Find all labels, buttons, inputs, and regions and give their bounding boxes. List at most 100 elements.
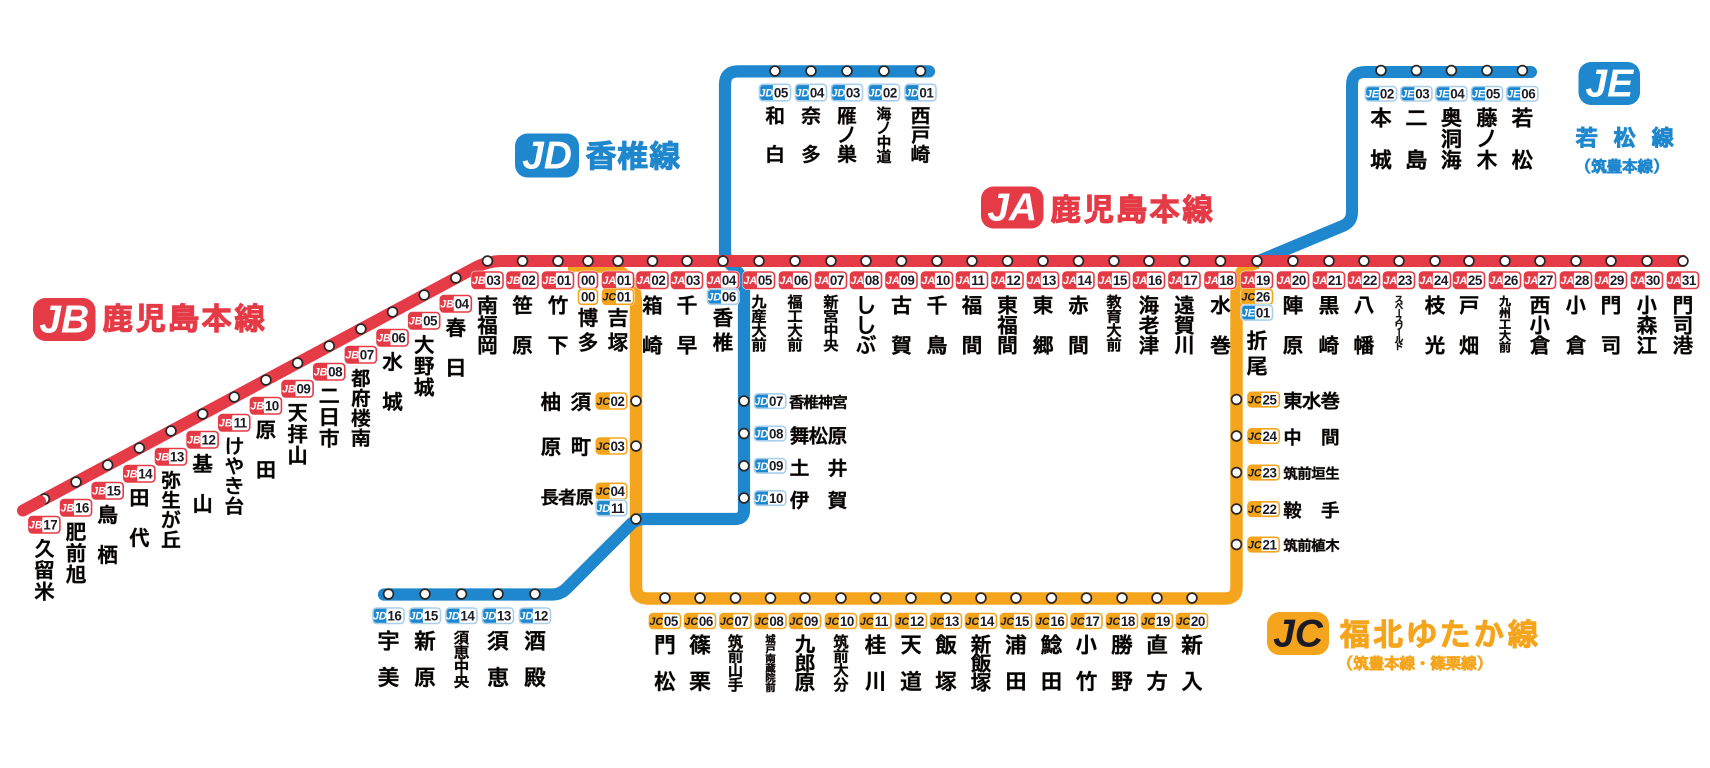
svg-text:07: 07 xyxy=(769,394,783,409)
svg-text:02: 02 xyxy=(651,273,665,288)
svg-text:JA: JA xyxy=(987,187,1037,230)
svg-text:JC: JC xyxy=(602,292,616,304)
svg-text:00: 00 xyxy=(581,273,595,288)
svg-text:19: 19 xyxy=(1256,273,1270,288)
svg-text:JC: JC xyxy=(1000,616,1014,628)
svg-text:JD: JD xyxy=(596,503,610,515)
svg-text:JA: JA xyxy=(1027,275,1041,287)
svg-text:04: 04 xyxy=(1450,87,1465,102)
svg-text:JD: JD xyxy=(905,87,919,99)
svg-text:22: 22 xyxy=(1363,273,1377,288)
svg-text:02: 02 xyxy=(610,394,624,409)
svg-text:JD: JD xyxy=(754,493,768,505)
svg-text:13: 13 xyxy=(497,609,511,624)
svg-text:09: 09 xyxy=(296,382,310,397)
svg-text:JC: JC xyxy=(1248,504,1262,516)
svg-text:02: 02 xyxy=(883,85,897,100)
svg-text:01: 01 xyxy=(1256,305,1271,320)
svg-text:JB: JB xyxy=(250,401,264,413)
svg-text:JE: JE xyxy=(1436,89,1450,101)
svg-text:31: 31 xyxy=(1682,273,1697,288)
svg-text:JA: JA xyxy=(815,275,829,287)
svg-text:08: 08 xyxy=(328,365,343,380)
svg-text:21: 21 xyxy=(1263,537,1278,552)
svg-text:JA: JA xyxy=(1667,275,1681,287)
svg-text:26: 26 xyxy=(1256,290,1270,305)
svg-text:JA: JA xyxy=(886,275,900,287)
svg-text:06: 06 xyxy=(699,614,713,629)
svg-text:JD: JD xyxy=(373,611,387,623)
svg-text:05: 05 xyxy=(423,314,438,329)
svg-text:06: 06 xyxy=(794,273,808,288)
svg-text:15: 15 xyxy=(107,484,122,499)
svg-text:JD: JD xyxy=(707,292,721,304)
svg-text:28: 28 xyxy=(1575,273,1590,288)
svg-text:01: 01 xyxy=(919,85,934,100)
svg-text:JD: JD xyxy=(754,428,768,440)
svg-text:11: 11 xyxy=(611,501,625,516)
svg-text:JB: JB xyxy=(409,316,423,328)
svg-text:JA: JA xyxy=(637,275,651,287)
svg-text:JD: JD xyxy=(482,611,496,623)
svg-text:11: 11 xyxy=(971,273,985,288)
svg-text:05: 05 xyxy=(1486,87,1501,102)
svg-text:JD: JD xyxy=(446,611,460,623)
svg-text:11: 11 xyxy=(234,416,248,431)
svg-text:JB: JB xyxy=(219,418,233,430)
svg-text:08: 08 xyxy=(769,614,784,629)
svg-text:05: 05 xyxy=(758,273,773,288)
svg-text:13: 13 xyxy=(945,614,959,629)
svg-text:JA: JA xyxy=(921,275,935,287)
svg-text:JB: JB xyxy=(124,469,138,481)
svg-text:JA: JA xyxy=(1524,275,1538,287)
svg-text:12: 12 xyxy=(202,433,216,448)
svg-text:JB: JB xyxy=(187,435,201,447)
svg-text:03: 03 xyxy=(610,439,624,454)
svg-text:JD: JD xyxy=(754,396,768,408)
svg-text:JB: JB xyxy=(60,503,74,515)
svg-text:10: 10 xyxy=(769,491,783,506)
svg-text:15: 15 xyxy=(1113,273,1128,288)
svg-text:JE: JE xyxy=(1366,89,1380,101)
svg-text:03: 03 xyxy=(1415,87,1429,102)
svg-text:JD: JD xyxy=(831,87,845,99)
svg-text:08: 08 xyxy=(865,273,880,288)
svg-text:04: 04 xyxy=(455,297,470,312)
svg-text:JC: JC xyxy=(1036,616,1050,628)
svg-text:10: 10 xyxy=(265,399,279,414)
svg-text:03: 03 xyxy=(846,85,860,100)
svg-text:19: 19 xyxy=(1156,614,1170,629)
svg-text:JC: JC xyxy=(596,396,610,408)
svg-text:05: 05 xyxy=(664,614,679,629)
svg-text:JB: JB xyxy=(472,275,486,287)
svg-text:JA: JA xyxy=(1277,275,1291,287)
svg-text:JD: JD xyxy=(868,87,882,99)
svg-text:01: 01 xyxy=(617,290,632,305)
svg-text:16: 16 xyxy=(1148,273,1162,288)
svg-text:16: 16 xyxy=(1050,614,1064,629)
svg-text:JE: JE xyxy=(1585,63,1634,106)
svg-text:JA: JA xyxy=(779,275,793,287)
svg-text:04: 04 xyxy=(610,484,625,499)
svg-text:JC: JC xyxy=(1241,292,1255,304)
svg-text:14: 14 xyxy=(1077,273,1092,288)
svg-text:JD: JD xyxy=(409,611,423,623)
svg-text:JC: JC xyxy=(684,616,698,628)
svg-text:15: 15 xyxy=(1015,614,1030,629)
svg-text:JA: JA xyxy=(1348,275,1362,287)
svg-text:JD: JD xyxy=(519,611,533,623)
svg-text:JB: JB xyxy=(29,520,43,532)
svg-text:02: 02 xyxy=(1380,87,1394,102)
svg-text:JC: JC xyxy=(860,616,874,628)
svg-text:17: 17 xyxy=(1085,614,1099,629)
svg-text:17: 17 xyxy=(1183,273,1197,288)
svg-text:JC: JC xyxy=(1248,467,1262,479)
svg-text:00: 00 xyxy=(581,290,595,305)
svg-text:JC: JC xyxy=(789,616,803,628)
svg-text:JA: JA xyxy=(956,275,970,287)
svg-text:JC: JC xyxy=(825,616,839,628)
svg-text:01: 01 xyxy=(557,273,572,288)
svg-text:JA: JA xyxy=(743,275,757,287)
svg-text:JB: JB xyxy=(92,486,106,498)
svg-text:JA: JA xyxy=(707,275,721,287)
